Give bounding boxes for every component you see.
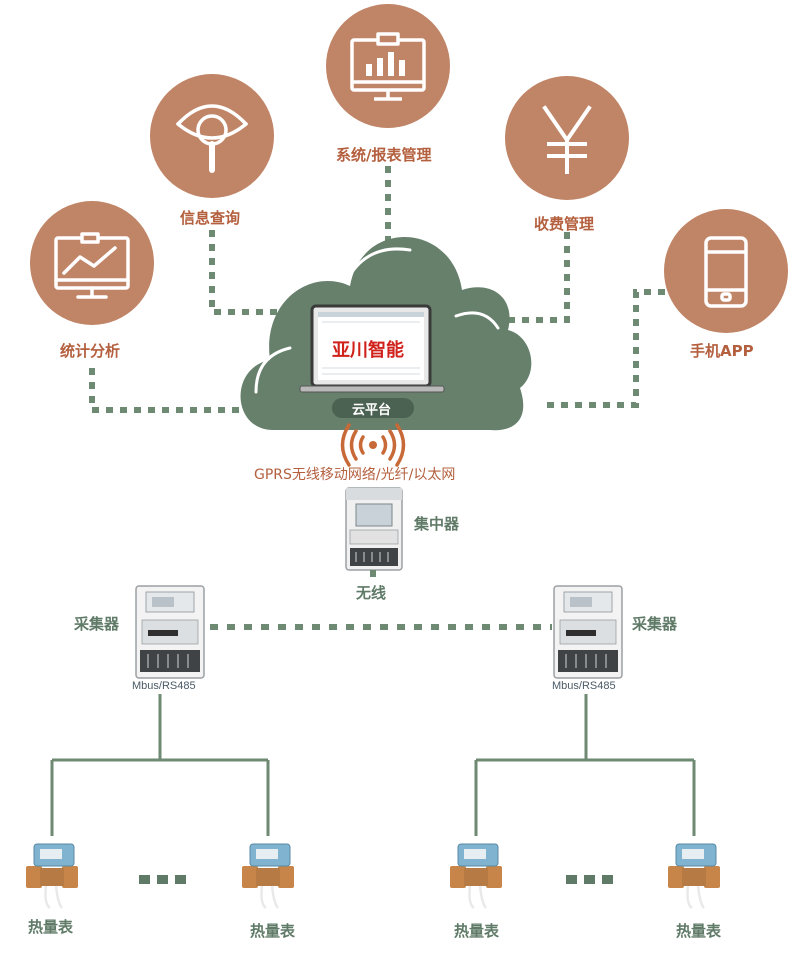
feature-label-report: 系统/报表管理 (336, 146, 432, 164)
collector-device-right (553, 585, 623, 679)
feature-billing-circle (505, 76, 629, 200)
wireless-signal-icon (340, 423, 406, 467)
laptop-icon (299, 304, 445, 393)
connector-query (209, 230, 278, 315)
ellipsis-left (139, 875, 186, 884)
feature-label-statistics: 统计分析 (60, 342, 121, 360)
platform-pill (332, 398, 414, 418)
feature-report-circle (326, 4, 450, 128)
concentrator-device (345, 487, 403, 571)
cloud-highlight-right (454, 311, 500, 330)
heat-meter-device-1 (26, 843, 78, 910)
laptop-brand-text: 亚川智能 (332, 340, 404, 361)
heat-meter-label-1: 热量表 (28, 918, 74, 936)
bus-tree-right (474, 694, 696, 836)
feature-query-circle (150, 74, 274, 198)
eye-magnifier-icon (176, 104, 248, 173)
heat-meter-device-3 (450, 843, 502, 910)
bus-tree-left (50, 694, 270, 836)
report-monitor-icon (350, 32, 426, 101)
feature-label-app: 手机APP (690, 342, 754, 360)
connector-app (540, 289, 665, 408)
heat-meter-device-2 (242, 843, 294, 910)
cloud-platform (240, 236, 532, 431)
connector-billing (488, 232, 570, 323)
collector-bus-label-left: Mbus/RS485 (132, 680, 196, 692)
yen-icon (542, 105, 592, 174)
concentrator-label: 集中器 (414, 515, 460, 533)
collector-bus-label-right: Mbus/RS485 (552, 680, 616, 692)
ellipsis-right (566, 875, 613, 884)
chart-monitor-icon (54, 232, 130, 299)
feature-app-circle (664, 209, 788, 333)
heat-meter-label-3: 热量表 (454, 922, 500, 940)
collector-device-left (135, 585, 205, 679)
collector-label-right: 采集器 (632, 615, 678, 633)
feature-statistics-circle (30, 201, 154, 325)
heat-meter-label-2: 热量表 (250, 922, 296, 940)
network-link-label: GPRS无线移动网络/光纤/以太网 (254, 467, 456, 483)
cloud-highlight-top (350, 247, 412, 274)
cloud-highlight-left (254, 346, 292, 394)
smartphone-icon (704, 236, 748, 308)
collector-label-left: 采集器 (74, 615, 120, 633)
feature-label-billing: 收费管理 (534, 215, 595, 233)
feature-connectors (89, 166, 665, 413)
connector-statistics (89, 368, 245, 413)
cloud-platform-label: 云平台 (352, 403, 392, 418)
wireless-link-label: 无线 (356, 584, 387, 602)
heat-meter-label-4: 热量表 (676, 922, 722, 940)
heat-meter-device-4 (668, 843, 720, 910)
feature-label-query: 信息查询 (180, 209, 241, 227)
